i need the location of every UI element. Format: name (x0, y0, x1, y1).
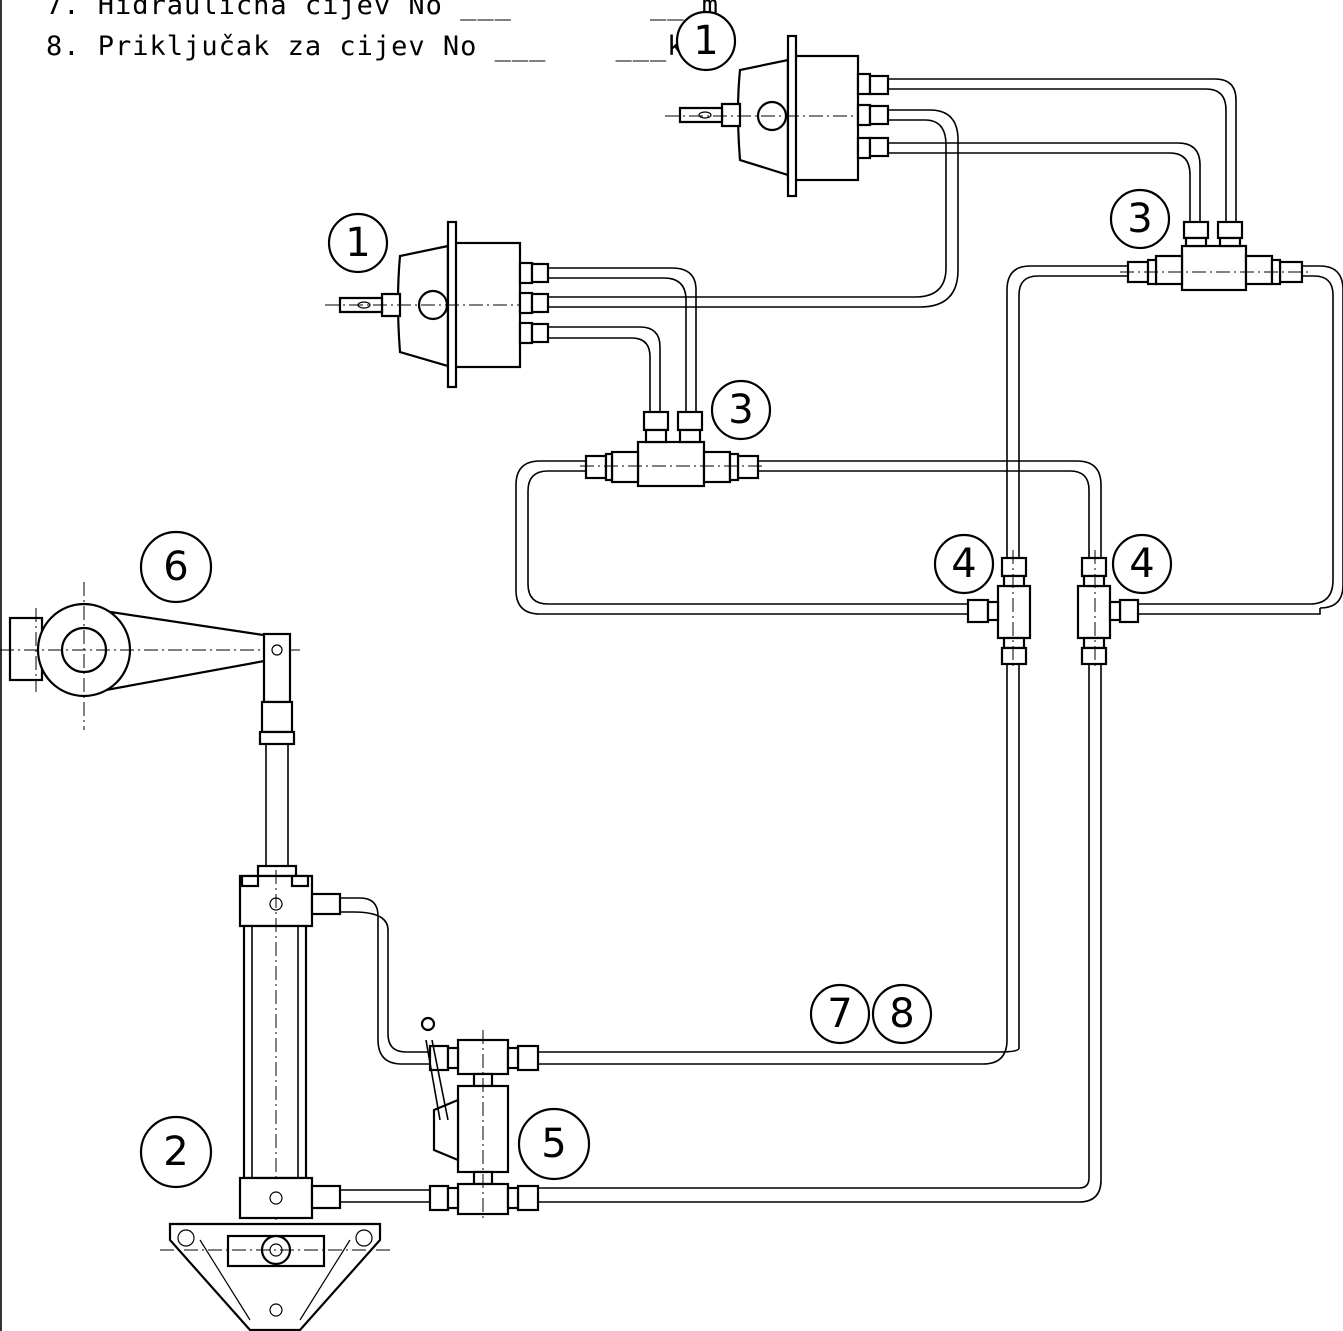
callout-label: 6 (163, 544, 188, 590)
callout-label: 7 (827, 991, 852, 1037)
callout-2: 2 (139, 1115, 213, 1189)
callout-6: 6 (139, 530, 213, 604)
tee-fitting-upper (1120, 220, 1310, 292)
callout-label: 2 (163, 1129, 188, 1175)
hydraulic-pipes (265, 78, 1343, 1203)
callout-8: 8 (871, 983, 933, 1045)
callout-label: 4 (951, 541, 976, 587)
callout-1-upper: 1 (675, 10, 737, 72)
legend-number: 7. (46, 0, 81, 21)
callout-label: 3 (1127, 196, 1152, 242)
callout-label: 1 (693, 18, 718, 64)
callout-7: 7 (809, 983, 871, 1045)
callout-label: 5 (541, 1121, 566, 1167)
hydraulic-cylinder (160, 864, 390, 1331)
callout-label: 4 (1129, 541, 1154, 587)
callout-5: 5 (517, 1107, 591, 1181)
helm-pump-lower (325, 220, 550, 389)
callout-4-left: 4 (933, 533, 995, 595)
helm-pump-upper (665, 34, 890, 198)
callout-label: 8 (889, 991, 914, 1037)
callout-label: 1 (345, 220, 370, 266)
bypass-valve (420, 1016, 540, 1220)
tee-fitting-lower (580, 410, 765, 488)
legend-number: 8. (46, 31, 81, 62)
callout-label: 3 (728, 387, 753, 433)
callout-4-right: 4 (1111, 533, 1173, 595)
check-valve-right (1076, 550, 1140, 670)
tiller-arm (0, 582, 300, 746)
callout-3-upper: 3 (1109, 188, 1171, 250)
callout-1-lower: 1 (327, 212, 389, 274)
check-valve-left (966, 550, 1032, 670)
callout-3-lower: 3 (710, 379, 772, 441)
